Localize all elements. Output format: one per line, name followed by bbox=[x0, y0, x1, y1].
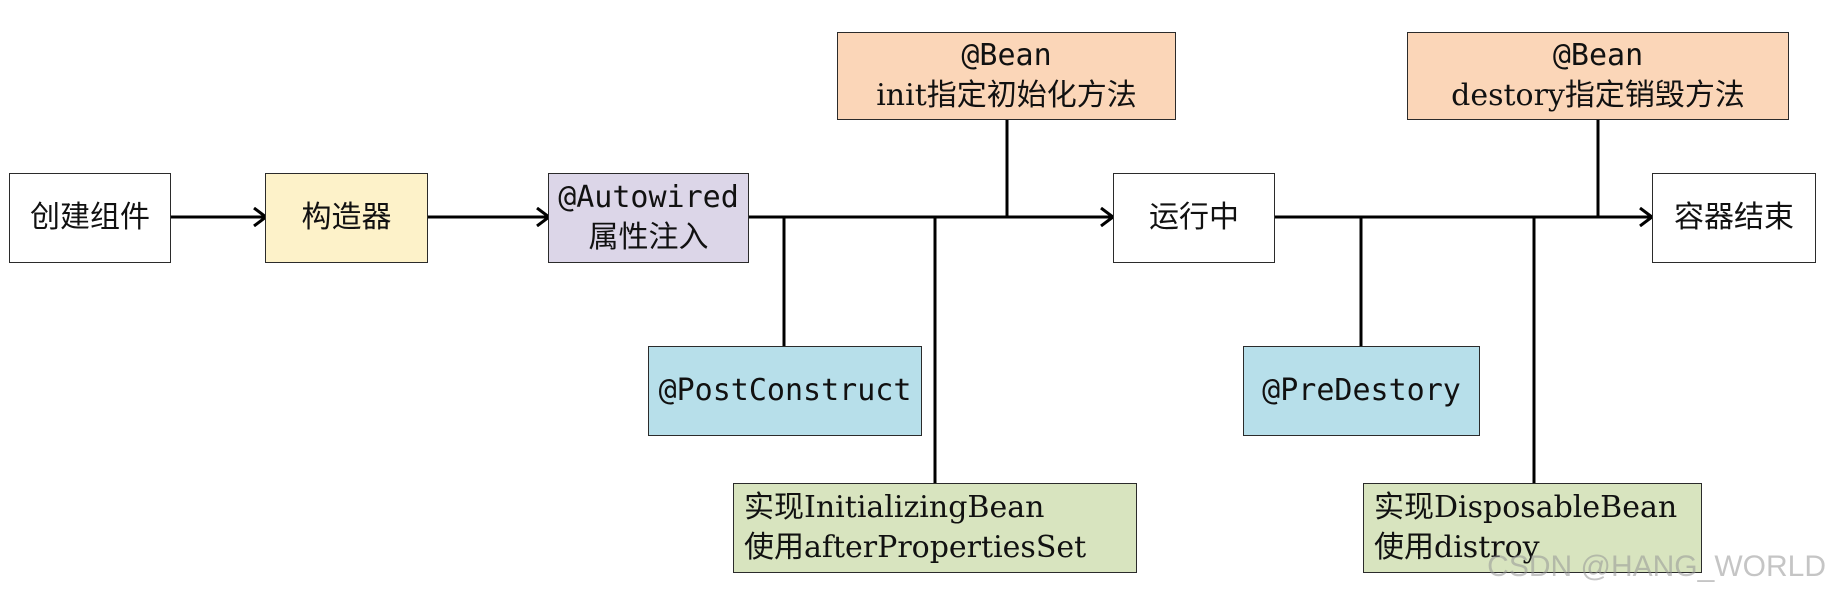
constructor-node: 构造器 bbox=[265, 173, 428, 263]
disposable-bean-node: 实现DisposableBean 使用distroy bbox=[1363, 483, 1702, 573]
running-label: 运行中 bbox=[1149, 200, 1239, 235]
post-construct-label: @PostConstruct bbox=[658, 373, 912, 408]
pre-destroy-label: @PreDestory bbox=[1262, 373, 1461, 408]
bean-init-annotation: @Bean bbox=[961, 38, 1052, 73]
constructor-label: 构造器 bbox=[301, 200, 392, 235]
container-end-label: 容器结束 bbox=[1674, 200, 1794, 235]
initializing-bean-line2: 使用afterPropertiesSet bbox=[744, 530, 1087, 565]
autowired-desc: 属性注入 bbox=[588, 220, 709, 255]
watermark-text: CSDN @HANG_WORLD bbox=[1487, 550, 1826, 583]
post-construct-node: @PostConstruct bbox=[648, 346, 922, 436]
create-component-label: 创建组件 bbox=[30, 200, 150, 235]
autowired-annotation: @Autowired bbox=[558, 180, 739, 215]
pre-destroy-node: @PreDestory bbox=[1243, 346, 1480, 436]
initializing-bean-line1: 实现InitializingBean bbox=[744, 490, 1045, 525]
container-end-node: 容器结束 bbox=[1652, 173, 1816, 263]
create-component-node: 创建组件 bbox=[9, 173, 171, 263]
bean-init-desc: init指定初始化方法 bbox=[876, 78, 1137, 113]
bean-destroy-desc: destory指定销毁方法 bbox=[1451, 78, 1745, 113]
autowired-node: @Autowired 属性注入 bbox=[548, 173, 749, 263]
disposable-bean-line1: 实现DisposableBean bbox=[1374, 490, 1678, 525]
running-node: 运行中 bbox=[1113, 173, 1275, 263]
bean-init-node: @Bean init指定初始化方法 bbox=[837, 32, 1176, 120]
bean-destroy-node: @Bean destory指定销毁方法 bbox=[1407, 32, 1789, 120]
bean-destroy-annotation: @Bean bbox=[1552, 38, 1644, 73]
initializing-bean-node: 实现InitializingBean 使用afterPropertiesSet bbox=[733, 483, 1137, 573]
disposable-bean-line2: 使用distroy bbox=[1374, 530, 1540, 565]
